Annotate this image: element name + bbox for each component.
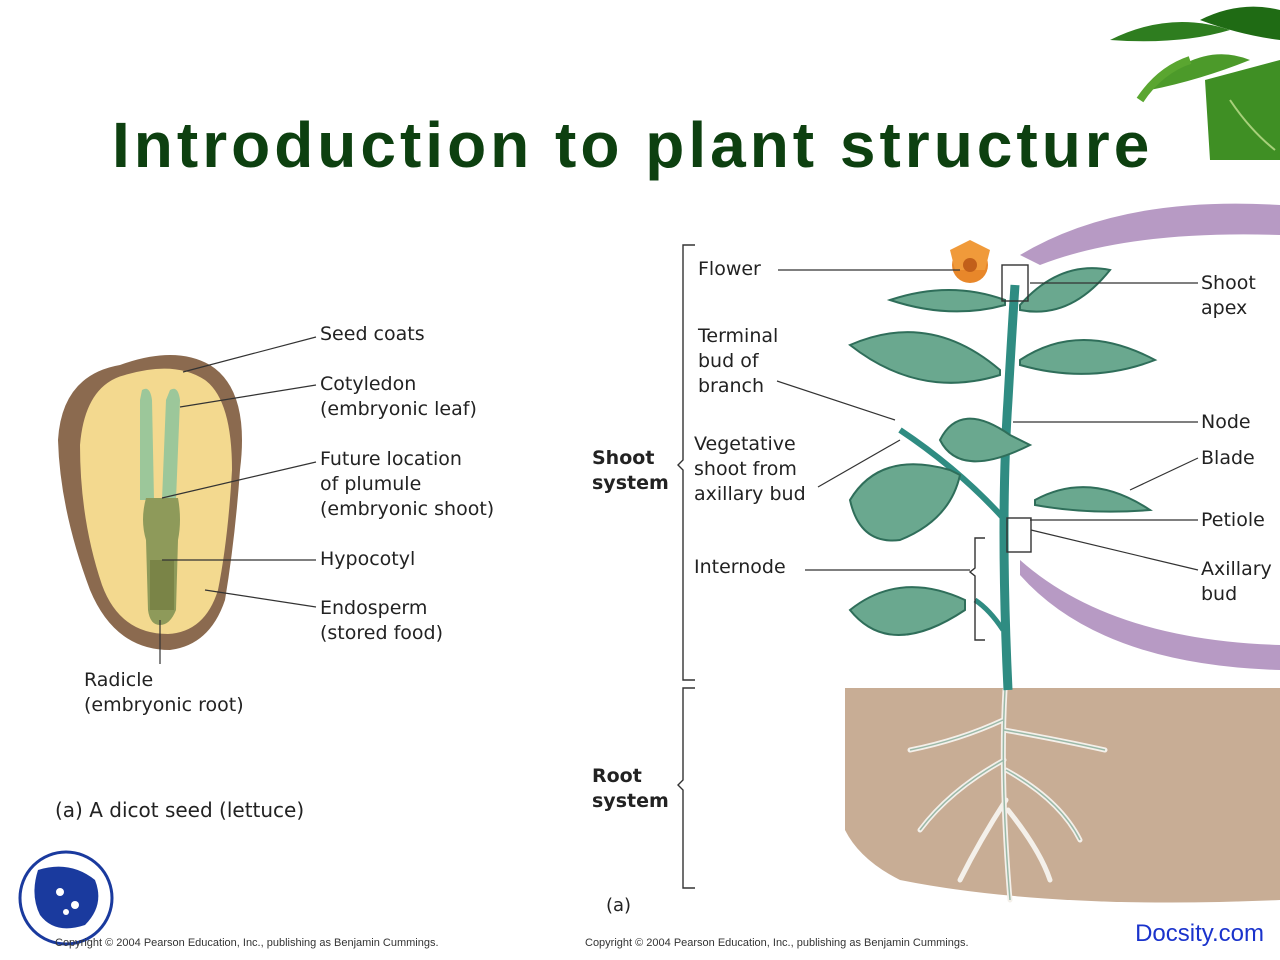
label-seed-coats: Seed coats bbox=[320, 323, 425, 345]
label-cotyledon: Cotyledon (embryonic leaf) bbox=[320, 373, 477, 420]
branch-lower bbox=[973, 597, 1006, 632]
main-stem bbox=[999, 284, 1020, 691]
axillary-bud-box bbox=[1006, 517, 1032, 553]
label-plumule: Future location of plumule (embryonic sh… bbox=[320, 448, 495, 520]
label-flower: Flower bbox=[698, 258, 761, 280]
page-title: Introduction to plant structure bbox=[112, 109, 1154, 181]
cotyledon-left bbox=[140, 388, 154, 500]
bamboo-leaves-decoration bbox=[1110, 6, 1280, 160]
plant-copyright: Copyright © 2004 Pearson Education, Inc.… bbox=[585, 937, 969, 949]
cotyledon-right bbox=[162, 388, 180, 500]
label-root-system: Root system bbox=[592, 765, 669, 812]
label-shoot-system: Shoot system bbox=[592, 447, 669, 494]
seed-caption: (a) A dicot seed (lettuce) bbox=[55, 798, 305, 822]
shoot-arc bbox=[1020, 203, 1280, 265]
label-radicle: Radicle (embryonic root) bbox=[84, 669, 244, 716]
label-axillary-bud: Axillary bud bbox=[1201, 558, 1272, 605]
dicot-seed bbox=[58, 355, 242, 650]
shoot-apex-box bbox=[1001, 264, 1029, 302]
leaves bbox=[848, 267, 1158, 636]
label-internode: Internode bbox=[694, 556, 786, 578]
system-brackets bbox=[677, 244, 985, 889]
label-hypocotyl: Hypocotyl bbox=[320, 548, 416, 570]
roots-inner bbox=[909, 689, 1106, 901]
plant-leader-lines bbox=[776, 269, 1199, 571]
label-petiole: Petiole bbox=[1201, 509, 1265, 531]
radicle-shape bbox=[150, 560, 174, 610]
label-blade: Blade bbox=[1201, 447, 1255, 469]
docsity-logo-icon bbox=[18, 850, 114, 946]
soil bbox=[845, 688, 1280, 903]
seed-leader-lines bbox=[159, 336, 317, 664]
label-shoot-apex: Shoot apex bbox=[1201, 272, 1256, 319]
flower-head bbox=[950, 240, 990, 283]
label-terminal-bud: Terminal bud of branch bbox=[698, 325, 779, 397]
label-vegetative-shoot: Vegetative shoot from axillary bud bbox=[694, 433, 806, 505]
label-endosperm: Endosperm (stored food) bbox=[320, 597, 443, 644]
plant-caption: (a) bbox=[606, 895, 632, 916]
label-node: Node bbox=[1201, 411, 1251, 433]
root-arc bbox=[1020, 560, 1280, 670]
docsity-brand-link[interactable]: Docsity.com bbox=[1135, 920, 1264, 947]
seed-copyright: Copyright © 2004 Pearson Education, Inc.… bbox=[55, 937, 439, 949]
